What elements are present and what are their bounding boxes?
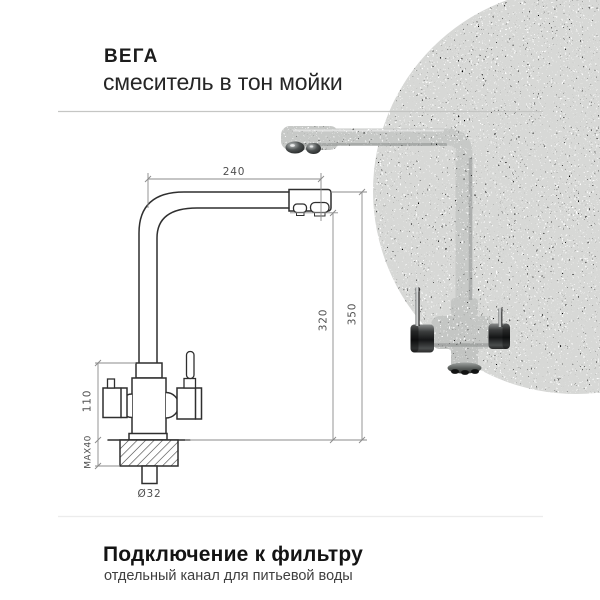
drawing-left-handle — [102, 387, 128, 419]
faucet-collar — [451, 298, 478, 316]
aerator-main-render — [285, 141, 305, 154]
dimension-lines — [94, 173, 367, 470]
granite-disc — [373, 0, 600, 394]
drawing-left-lever — [106, 378, 116, 389]
drawing-right-handle — [176, 387, 203, 420]
product-subtitle: смеситель в тон мойки — [103, 69, 343, 95]
drawing-right-lever-base — [183, 377, 197, 389]
faucet-shading — [292, 129, 491, 367]
feature-subtitle: отдельный канал для питьевой воды — [104, 568, 353, 584]
drawing-pipe-outer — [138, 191, 290, 365]
drawing-body — [131, 377, 167, 437]
right-handle-cap — [502, 323, 510, 349]
right-lever-render — [498, 310, 503, 327]
drawing-collar — [135, 362, 163, 379]
drawing-countertop-cut — [119, 439, 179, 467]
left-handle-render — [410, 324, 434, 353]
feature-title: Подключение к фильтру — [103, 543, 363, 566]
dim-label-spout-height: 320 — [318, 309, 330, 331]
left-lever-knob — [414, 286, 421, 293]
faucet-pipe — [295, 128, 473, 303]
drawing-threaded-stem — [141, 465, 158, 485]
drawing-aerator-main — [292, 203, 308, 214]
dim-label-total-height: 350 — [347, 303, 359, 325]
dim-label-counter-max: MAX40 — [84, 435, 94, 469]
faucet-base-column — [451, 343, 478, 368]
base-fitting — [461, 370, 469, 375]
aerator-highlight — [290, 144, 295, 147]
faucet-photo — [281, 126, 510, 375]
right-handle-render — [488, 323, 510, 349]
base-fitting — [451, 369, 459, 374]
aerator-highlight — [309, 145, 314, 148]
drawing-base-flange — [128, 432, 168, 441]
technical-drawing — [102, 188, 332, 485]
aerator-filter-render — [306, 143, 321, 154]
faucet-body — [431, 316, 493, 349]
drawing-aerator-filter — [309, 201, 330, 214]
product-title: ВЕГА — [104, 46, 159, 67]
left-handle-cap — [410, 324, 419, 353]
dim-label-body-height: 110 — [82, 390, 94, 412]
drawing-right-lever — [185, 350, 195, 380]
left-lever-render — [415, 289, 420, 326]
dim-label-hole-diameter: Ø32 — [137, 488, 161, 500]
right-lever-knob — [498, 307, 503, 313]
base-fitting — [471, 369, 479, 374]
faucet-granite-parts — [281, 126, 493, 368]
drawing-pipe-inner — [156, 207, 290, 365]
dim-label-width: 240 — [223, 166, 245, 178]
